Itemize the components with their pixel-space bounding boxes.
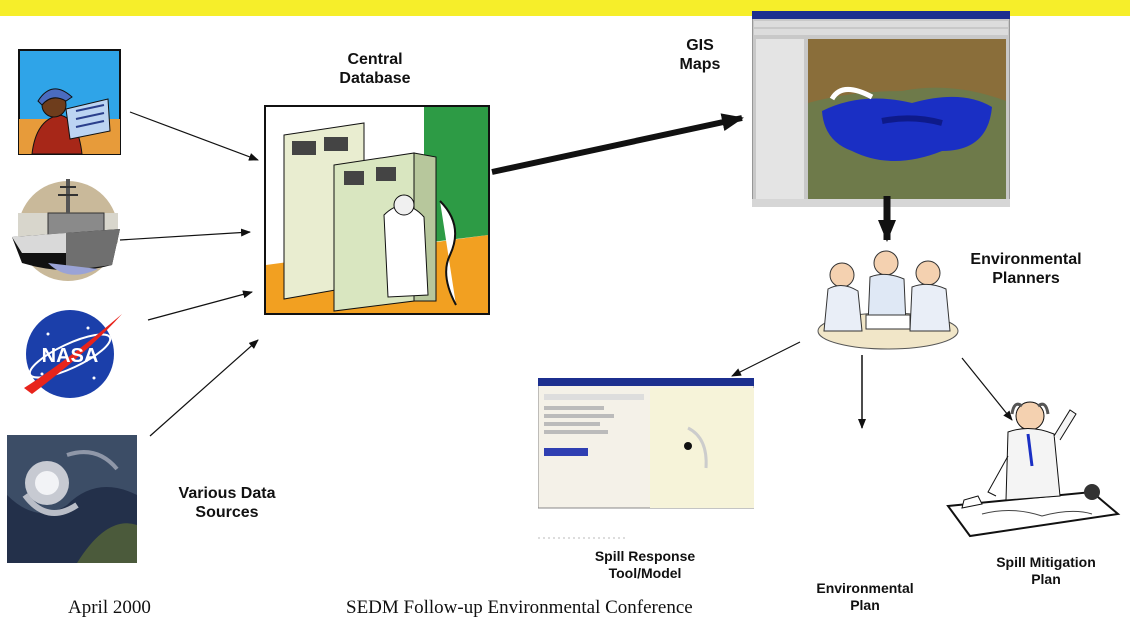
gis-map-window xyxy=(752,11,1010,207)
central-database-label: Central Database xyxy=(339,51,411,87)
footer-date: April 2000 xyxy=(68,597,151,618)
arrow-ship-to-db xyxy=(119,228,251,241)
arrow-planners-to-mitigation xyxy=(961,357,1013,421)
various-data-sources-label: Various Data Sources xyxy=(178,485,276,521)
field-survey-image xyxy=(18,49,121,155)
environmental-planners-label: Environmental Planners xyxy=(970,251,1082,287)
nasa-logo-image: NASA xyxy=(18,304,126,404)
spill-mitigation-label: Spill Mitigation Plan xyxy=(996,554,1096,587)
central-database-image xyxy=(264,105,490,315)
environmental-plan-label: Environmental Plan xyxy=(816,580,914,613)
satellite-image xyxy=(7,435,137,563)
arrow-survey-to-db xyxy=(129,111,259,161)
ship-image xyxy=(8,173,124,285)
footer-conference: SEDM Follow-up Environmental Conference xyxy=(346,597,693,618)
arrow-satellite-to-db xyxy=(149,339,259,437)
environmental-planners-image xyxy=(808,245,968,353)
arrow-planners-to-spill-response xyxy=(731,341,801,377)
spill-mitigation-image xyxy=(942,396,1122,542)
arrow-nasa-to-db xyxy=(147,290,253,321)
spill-response-tool-window xyxy=(538,378,754,544)
nasa-logo-text: NASA xyxy=(42,345,99,367)
spill-response-label: Spill Response Tool/Model xyxy=(594,548,696,581)
arrow-db-to-gis xyxy=(491,113,744,175)
gis-maps-label: GIS Maps xyxy=(679,37,721,73)
